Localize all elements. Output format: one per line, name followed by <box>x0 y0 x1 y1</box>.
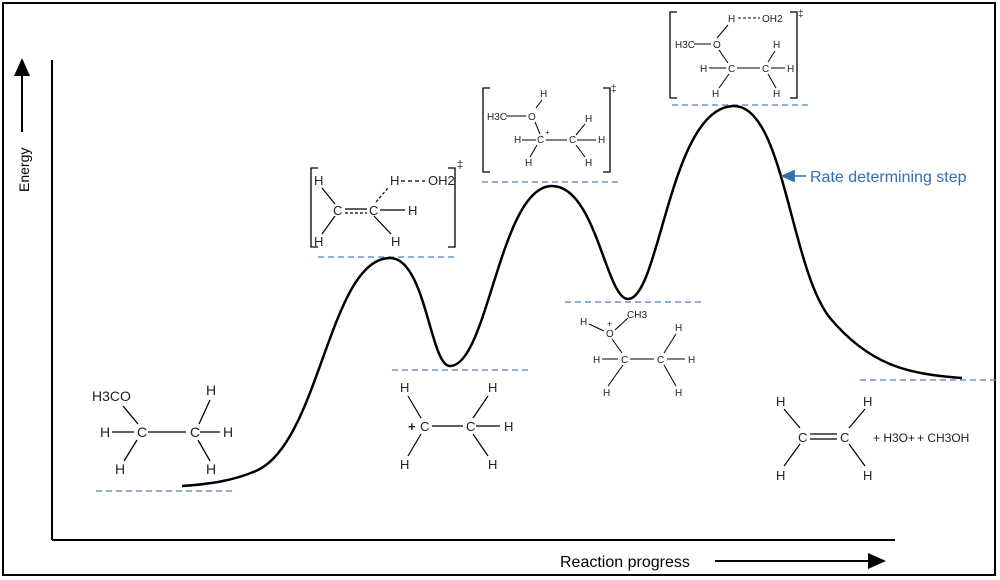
ts3-h1: H <box>700 64 707 75</box>
carbocation-plus: + <box>408 419 416 434</box>
products-c1: C <box>798 430 807 445</box>
oxonium-h5: H <box>675 388 682 399</box>
ts2-h-on-o: H <box>540 89 547 100</box>
products-ch3oh: + CH3OH <box>917 431 969 445</box>
ts2-c2: C <box>569 135 576 146</box>
rds-label: Rate determining step <box>810 169 967 186</box>
ts2-plus: + <box>545 128 550 137</box>
products-h3: H <box>863 394 872 409</box>
ts3-h3: H <box>773 40 780 51</box>
y-axis-label: Energy <box>16 148 32 192</box>
ts2-o: O <box>528 112 536 123</box>
ts3-h4: H <box>787 64 794 75</box>
carbocation-structure: + C C H H H H H <box>400 380 513 472</box>
ts2-h5: H <box>585 158 592 169</box>
reactant-h-top: H <box>206 382 216 398</box>
ts2-structure: ‡ H3C O H C + C H H H H H <box>482 84 617 173</box>
oxonium-h4: H <box>688 355 695 366</box>
ts3-c1: C <box>728 64 735 75</box>
oxonium-o: O <box>606 329 614 340</box>
oxonium-h2: H <box>603 388 610 399</box>
ts1-h4: H <box>408 203 417 218</box>
ts2-h3: H <box>585 114 592 125</box>
products-c2: C <box>840 430 849 445</box>
products-h3o: + H3O+ <box>873 431 915 445</box>
ts1-h5: H <box>391 234 400 249</box>
carbocation-c2: C <box>466 419 475 434</box>
ts3-o: O <box>713 40 721 51</box>
x-axis-label: Reaction progress <box>560 554 690 571</box>
carbocation-h2: H <box>400 457 409 472</box>
carbocation-h5: H <box>488 457 497 472</box>
reactant-h-bl: H <box>115 461 125 477</box>
ts3-h3c: H3C <box>675 40 695 51</box>
oxonium-plus: + <box>607 319 612 329</box>
ts1-c1: C <box>333 203 342 218</box>
ts3-h: H <box>728 14 735 25</box>
reactant-h-left: H <box>100 424 110 440</box>
reactant-h-right: H <box>223 424 233 440</box>
ts2-c1: C <box>537 135 544 146</box>
ts3-structure: ‡ H OH2 H3C O C C H H H H H <box>669 9 804 100</box>
oxonium-c2: C <box>657 355 664 366</box>
ts1-dagger: ‡ <box>457 159 463 171</box>
products-h1: H <box>776 394 785 409</box>
ts3-h2: H <box>712 89 719 100</box>
oxonium-h-on-o: H <box>580 317 587 328</box>
reactant-h3co: H3CO <box>92 388 131 404</box>
reaction-curve <box>181 104 963 488</box>
ts2-dagger: ‡ <box>611 84 617 95</box>
ts1-h3: H <box>390 173 399 188</box>
ts2-h3c: H3C <box>487 112 507 123</box>
carbocation-h3: H <box>488 380 497 395</box>
carbocation-c1: C <box>420 419 429 434</box>
ts1-h2: H <box>314 234 323 249</box>
oxonium-h3: H <box>675 323 682 334</box>
ts1-structure: ‡ C C H H H H H OH2 <box>310 159 463 249</box>
carbocation-h4: H <box>504 419 513 434</box>
energy-levels <box>96 104 998 492</box>
ts3-h5: H <box>773 89 780 100</box>
reactant-h-br: H <box>206 461 216 477</box>
reactant-structure: H3CO C C H H H H H <box>92 382 233 477</box>
products-structure: C C H H H H + H3O+ + CH3OH <box>776 394 969 483</box>
products-h2: H <box>776 468 785 483</box>
carbocation-h1: H <box>400 380 409 395</box>
oxonium-c1: C <box>621 355 628 366</box>
oxonium-h1: H <box>593 355 600 366</box>
reactant-c1: C <box>137 424 147 440</box>
reactant-c2: C <box>190 424 200 440</box>
oxonium-ch3: CH3 <box>627 310 647 321</box>
ts2-h2: H <box>525 158 532 169</box>
ts3-c2: C <box>762 64 769 75</box>
oxonium-structure: CH3 + O H C C H H H H H <box>580 310 695 399</box>
ts1-h1: H <box>314 173 323 188</box>
ts2-h4: H <box>598 135 605 146</box>
products-h4: H <box>863 468 872 483</box>
ts1-oh2: OH2 <box>428 173 455 188</box>
ts3-dagger: ‡ <box>798 9 804 20</box>
ts1-c2: C <box>369 203 378 218</box>
ts3-oh2: OH2 <box>762 14 783 25</box>
ts2-h1: H <box>514 135 521 146</box>
